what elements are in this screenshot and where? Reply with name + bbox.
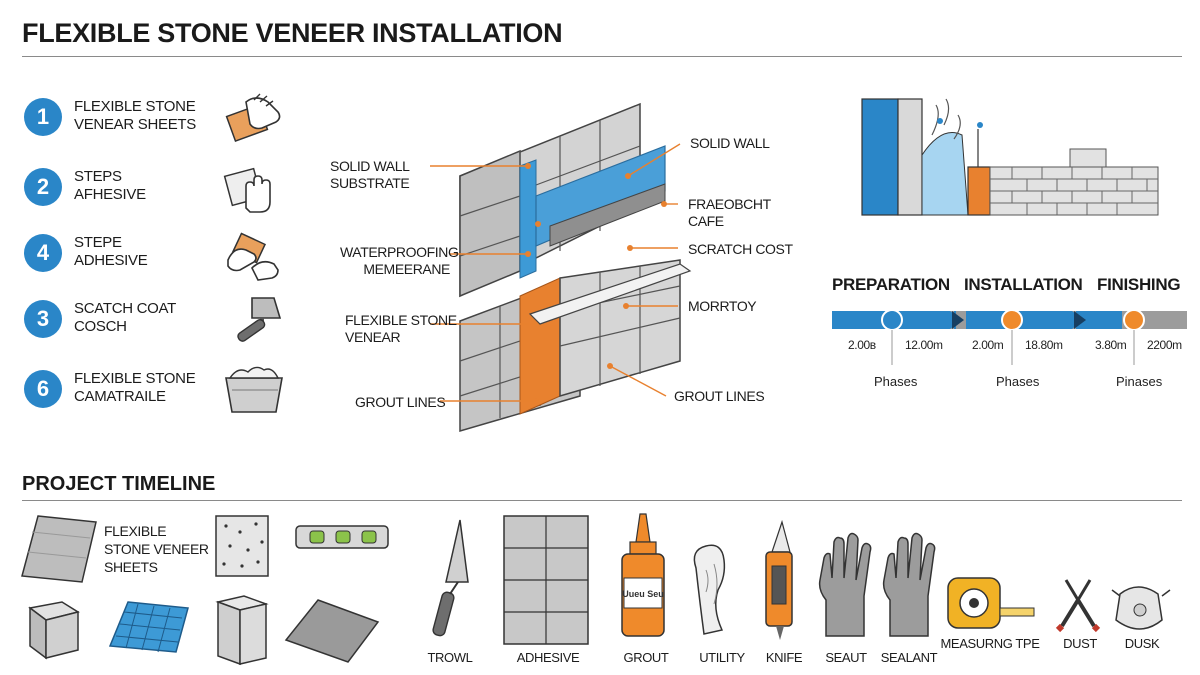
phase-start-installation: 2.00m [972,338,1004,352]
tape-measure-icon [947,577,1035,629]
title-divider [22,56,1182,57]
label-grout-lines-left: GROUT LINES [355,394,446,410]
step-number-badge: 6 [24,370,62,408]
tool-label-grout: GROUT [623,650,669,665]
tool-label-dust: DUST [1063,636,1097,651]
hands-applying-icon [216,224,286,289]
tools-illustrations: Uueu Seu [432,513,1171,645]
label-grout-lines-right: GROUT LINES [674,388,765,404]
step-number-badge: 3 [24,300,62,338]
tool-label-seaut: SEAUT [825,650,867,665]
phase-marker-finishing [1123,309,1145,331]
utility-knife-icon [765,519,793,640]
stone-layer [549,183,666,247]
tool-label-measuring-tape: MEASURNG TPE [940,636,1040,651]
materials-illustrations [21,515,389,666]
bottle-label: Uueu Seu [622,589,664,599]
tool-label-trowl: TROWL [427,650,473,665]
phase-timeline-bar [832,309,1187,365]
phase-marker-preparation [881,309,903,331]
mortar-bucket-icon [216,360,286,425]
spirit-level-icon [295,525,389,549]
step-number-badge: 2 [24,168,62,206]
mortar-layer [519,277,561,415]
label-scratch-coat: SCRATCH COST [688,241,793,257]
dust-mask-icon [1111,586,1171,630]
label-solid-wall: SOLID WALL [690,135,770,151]
glove-icon-2 [882,532,936,637]
stone-block-icon [28,601,80,660]
step-number-badge: 1 [24,98,62,136]
wall-cross-section-illustration [861,98,1159,216]
tool-label-utility: UTILITY [699,650,745,665]
phase-heading-finishing: FINISHING [1097,275,1181,294]
phase-heading-preparation: PREPARATION [832,275,950,294]
phase-heading-installation: INSTALLATION [964,275,1083,294]
hand-sheet-icon [216,88,286,153]
blue-mesh-icon [108,601,189,653]
callout-leader-lines [430,143,681,402]
tool-label-sealant: SEALANT [880,650,938,665]
pliers-icon [1055,579,1101,633]
glue-bottle-icon: Uueu Seu [621,513,665,637]
cloth-icon [693,544,726,635]
phase-marker-installation [1001,309,1023,331]
page-title: FLEXIBLE STONE VENEER INSTALLATION [22,18,563,48]
phase-end-installation: 18.80m [1025,338,1063,352]
tool-label-knife: KNIFE [765,650,803,665]
wall-layer-diagram [430,102,692,432]
stone-slab-icon [284,599,380,663]
phase-end-finishing: 2200m [1147,338,1182,352]
phase-caption-installation: Phases [996,374,1040,389]
phase-caption-finishing: Pinases [1116,374,1163,389]
waterproofing-membrane [519,159,537,279]
section-divider [22,500,1182,501]
trowel-icon [432,519,469,637]
label-mortar: MORRTOY [688,298,757,314]
phase-start-finishing: 3.80m [1095,338,1127,352]
phase-caption-preparation: Phases [874,374,918,389]
hand-pressing-sheet-icon [216,158,286,223]
adhesive-tile-icon [503,515,589,645]
flexible-veneer-panel [528,259,692,397]
phase-end-preparation: 12.00m [905,338,943,352]
tool-label-adhesive: ADHESIVE [516,650,580,665]
tool-label-dusk: DUSK [1124,636,1160,651]
trowel-icon [216,290,286,355]
veneer-sheet-icon [21,515,97,583]
glove-icon [818,532,872,637]
phase-start-preparation: 2.00в [848,338,876,352]
step-number-badge: 4 [24,234,62,272]
speckled-panel-icon [215,515,269,577]
section-title-project-timeline: PROJECT TIMELINE [22,473,216,495]
tall-stone-block-icon [215,595,269,666]
